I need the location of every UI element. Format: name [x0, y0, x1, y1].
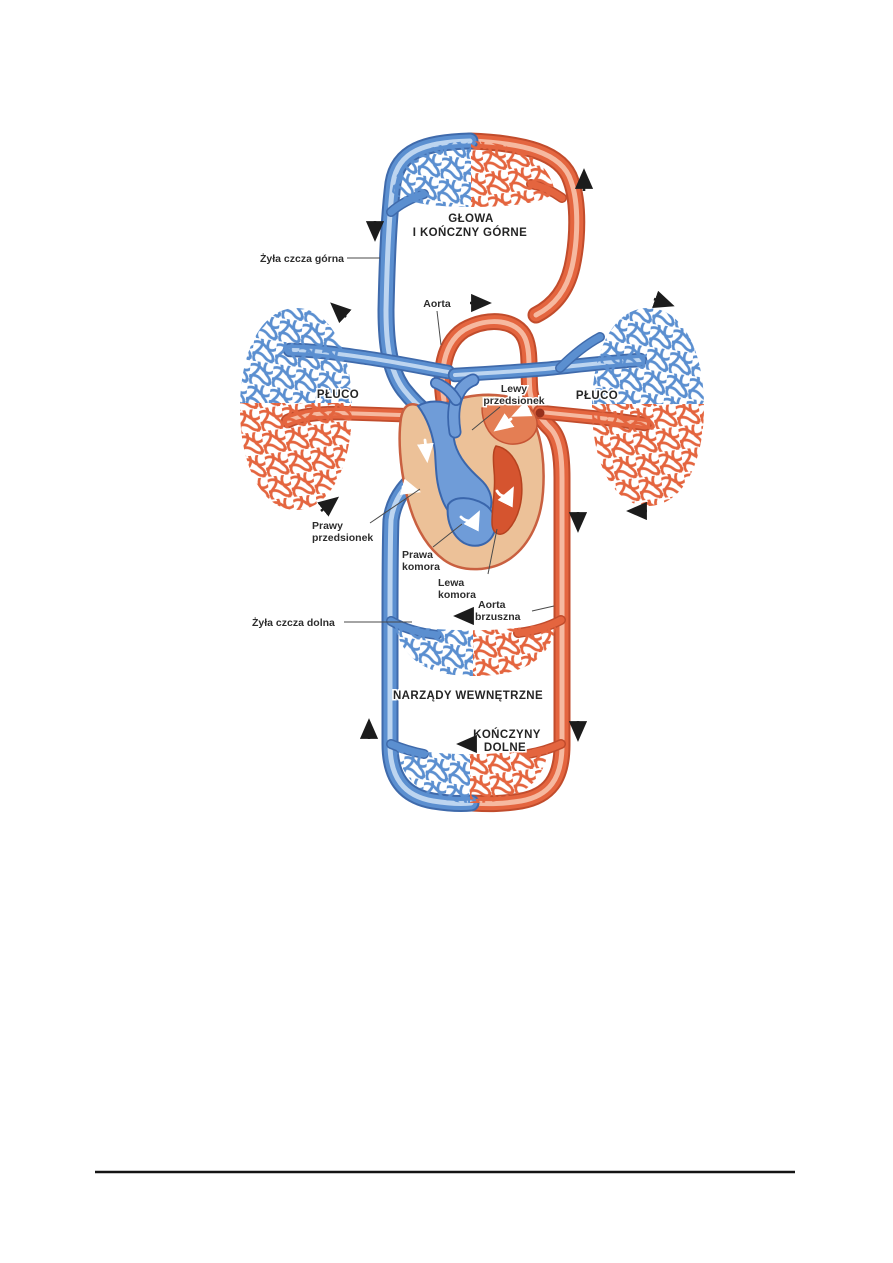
- lower-limbs-label-line1: KOŃCZYNY: [473, 728, 541, 741]
- diagram-labels: GŁOWA I KOŃCZNY GÓRNE PŁUCO PŁUCO NARZĄD…: [251, 212, 620, 756]
- right-lung-label: PŁUCO: [576, 390, 618, 402]
- flow-arrow-upright-left-lung-bottom: [317, 496, 340, 517]
- leader-left-ventricle: [487, 528, 498, 575]
- left-lung-capillaries: [240, 308, 352, 510]
- right-atrium-label-line2: przedsionek: [312, 532, 373, 544]
- right-atrium-label-line1: Prawy: [312, 520, 343, 532]
- inferior-vena-cava-label: Żyła czcza dolna: [252, 616, 335, 629]
- head-region-label-line1: GŁOWA: [448, 213, 493, 225]
- pulmonary-trunk: [430, 373, 480, 439]
- pulmonary-vein-entry-cap: [535, 408, 545, 418]
- aorta-label: Aorta: [423, 298, 451, 310]
- abdominal-aorta-label-line1: Aorta: [478, 599, 506, 611]
- flow-arrow-right-lung-top: [652, 290, 675, 308]
- blood-flow-arrows-white: [399, 400, 533, 532]
- superior-vena-cava-label: Żyła czcza górna: [260, 252, 344, 265]
- left-lung-label: PŁUCO: [317, 389, 359, 401]
- left-atrium-label-line2: przedsionek: [483, 395, 544, 407]
- heart: [398, 373, 545, 571]
- leader-abdominal-aorta: [531, 605, 555, 612]
- leader-right-ventricle: [432, 523, 463, 548]
- internal-organs-capillaries: [394, 621, 557, 676]
- leader-left-atrium: [471, 406, 501, 431]
- label-leader-lines: [344, 257, 555, 623]
- leader-right-atrium: [369, 488, 421, 524]
- left-ventricle-label-line2: komora: [438, 589, 476, 601]
- flow-arrow-upleft-left-lung-top: [330, 302, 352, 324]
- lower-limbs-label-line2: DOLNE: [484, 742, 526, 754]
- abdominal-aorta-label-line2: brzuszna: [475, 611, 521, 623]
- internal-organs-label: NARZĄDY WEWNĘTRZNE: [393, 690, 543, 702]
- left-atrium-label-line1: Lewy: [501, 383, 527, 395]
- flow-direction-arrows: [317, 168, 675, 754]
- head-region-label-line2: I KOŃCZNY GÓRNE: [413, 226, 527, 239]
- left-ventricle-label-line1: Lewa: [438, 577, 464, 589]
- right-lung-capillaries: [592, 308, 704, 506]
- leader-aorta: [436, 310, 442, 346]
- right-ventricle-label-line2: komora: [402, 561, 440, 573]
- right-ventricle-label-line1: Prawa: [402, 549, 433, 561]
